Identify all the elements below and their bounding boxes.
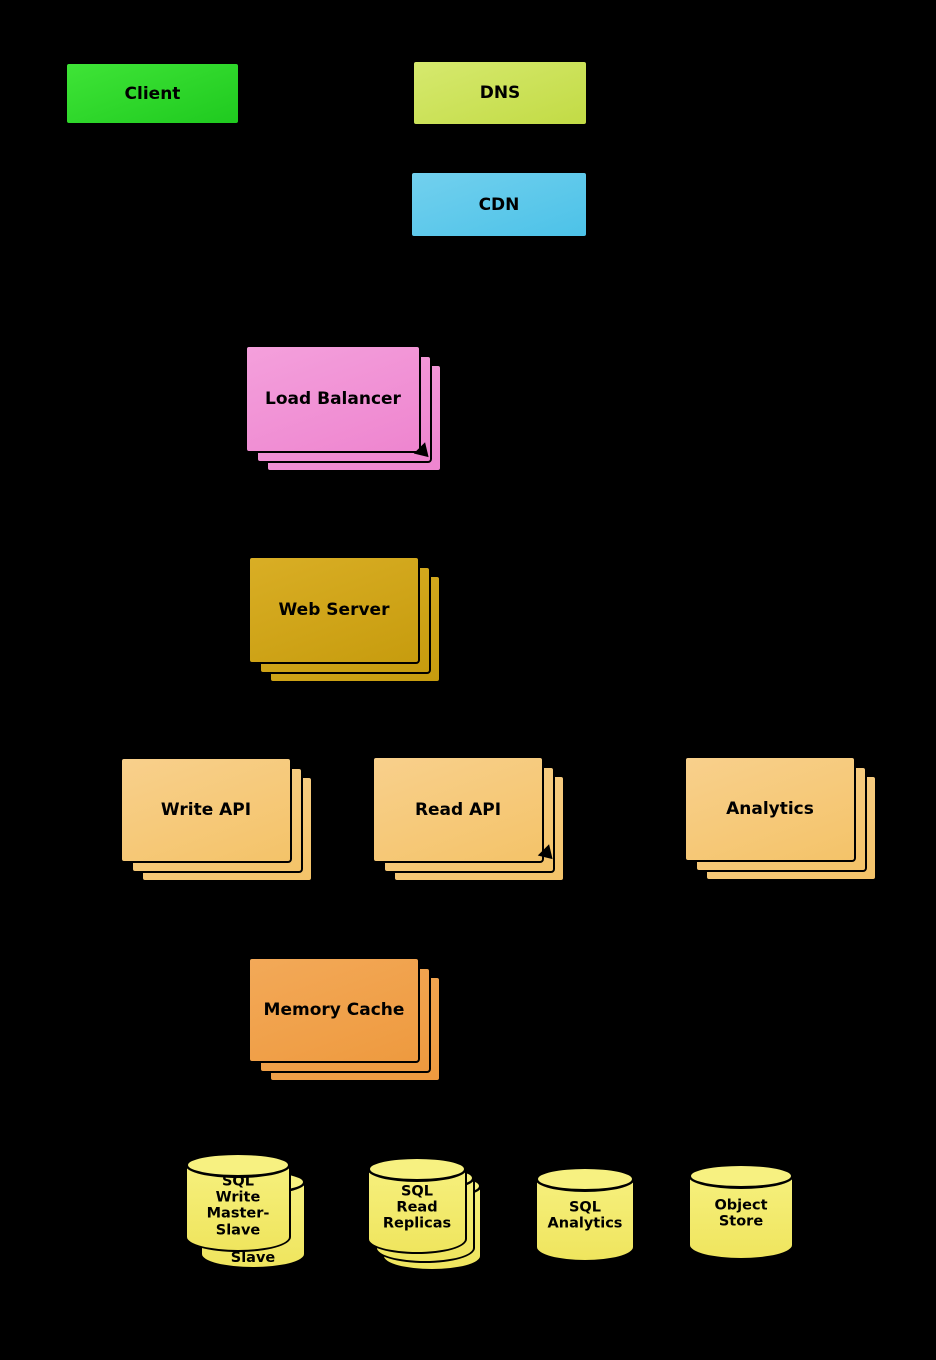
web-server-face: Web Server (248, 556, 420, 664)
client-label: Client (124, 83, 181, 104)
object-store-label: Object Store (714, 1197, 768, 1230)
cylinder-rim (185, 1152, 291, 1178)
cdn-node: CDN (410, 171, 588, 238)
load-balancer-node: Load Balancer (245, 345, 442, 472)
object-store-node: Object Store (688, 1163, 794, 1260)
cylinder-rim (367, 1156, 467, 1182)
cylinder-rim (535, 1166, 635, 1192)
sql-read-replicas-node: SQL Read Replicas (367, 1156, 482, 1271)
write-api-face: Write API (120, 757, 292, 863)
analytics-node: Analytics (684, 756, 877, 881)
sql-write-cylinder: SQL Write Master- Slave (185, 1152, 291, 1252)
write-api-node: Write API (120, 757, 313, 882)
load-balancer-label: Load Balancer (265, 389, 401, 409)
memory-cache-node: Memory Cache (248, 957, 441, 1082)
sql-analytics-cylinder: SQL Analytics (535, 1166, 635, 1262)
memory-cache-face: Memory Cache (248, 957, 420, 1063)
sql-write-master-slave-node: Slave SQL Write Master- Slave (185, 1152, 306, 1269)
client-node: Client (65, 62, 240, 125)
web-server-node: Web Server (248, 556, 441, 683)
read-api-label: Read API (414, 799, 502, 820)
sql-write-back-label: Slave (230, 1250, 276, 1266)
web-server-label: Web Server (278, 600, 390, 620)
cdn-label: CDN (478, 194, 520, 215)
analytics-label: Analytics (726, 799, 814, 819)
sql-analytics-label: SQL Analytics (547, 1199, 623, 1232)
load-balancer-face: Load Balancer (245, 345, 421, 453)
cylinder-rim (688, 1163, 794, 1189)
read-api-node: Read API (372, 756, 565, 882)
write-api-label: Write API (160, 800, 252, 820)
memory-cache-label: Memory Cache (263, 1000, 405, 1020)
sql-read-cylinder: SQL Read Replicas (367, 1156, 467, 1254)
sql-analytics-node: SQL Analytics (535, 1166, 635, 1262)
analytics-face: Analytics (684, 756, 856, 862)
dns-node: DNS (412, 60, 588, 126)
object-store-cylinder: Object Store (688, 1163, 794, 1260)
dns-label: DNS (479, 83, 521, 103)
read-api-face: Read API (372, 756, 544, 863)
sql-write-label: SQL Write Master- Slave (206, 1173, 270, 1239)
sql-read-label: SQL Read Replicas (382, 1183, 452, 1233)
